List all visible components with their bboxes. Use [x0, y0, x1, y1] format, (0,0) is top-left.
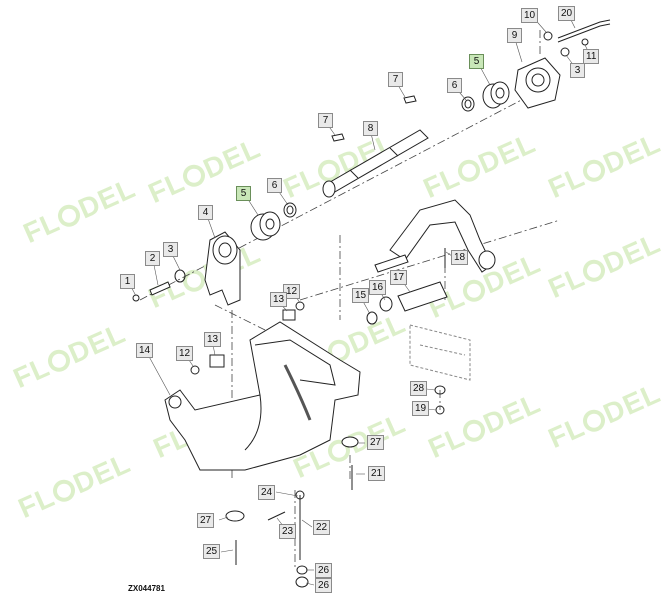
part-callout: 16: [369, 280, 387, 295]
part-callout: 13: [204, 332, 222, 347]
part-callout: 9: [507, 28, 522, 43]
part-callout: 26: [315, 578, 333, 593]
part-callout: 12: [176, 346, 194, 361]
part-callout: 25: [203, 544, 221, 559]
part-callout: 13: [270, 292, 288, 307]
part-callout: 3: [570, 63, 585, 78]
part-callout: 14: [136, 343, 154, 358]
part-callout: 6: [447, 78, 462, 93]
part-callout: 28: [410, 381, 428, 396]
part-callout: 4: [198, 205, 213, 220]
part-callout: 15: [352, 288, 370, 303]
part-callout: 24: [258, 485, 276, 500]
part-callout: 20: [558, 6, 576, 21]
part-callout: 3: [163, 242, 178, 257]
part-callout: 8: [363, 121, 378, 136]
part-callout: 7: [318, 113, 333, 128]
part-callout: 1: [120, 274, 135, 289]
part-callout-highlighted: 5: [469, 54, 484, 69]
part-callout: 18: [451, 250, 469, 265]
reference-code: ZX044781: [128, 584, 165, 593]
part-callout: 27: [197, 513, 215, 528]
main-frame: [164, 321, 361, 471]
part-callout: 17: [390, 270, 408, 285]
part-callout: 23: [279, 524, 297, 539]
part-callout: 22: [313, 520, 331, 535]
part-callout: 26: [315, 563, 333, 578]
part-callout: 27: [367, 435, 385, 450]
part-callout: 21: [368, 466, 386, 481]
part-callout: 7: [388, 72, 403, 87]
part-callout: 2: [145, 251, 160, 266]
part-callout: 6: [267, 178, 282, 193]
part-callout-highlighted: 5: [236, 186, 251, 201]
part-callout: 19: [412, 401, 430, 416]
part-callout: 10: [521, 8, 539, 23]
part-callout: 11: [583, 49, 600, 64]
part-callout: 12: [283, 284, 301, 299]
